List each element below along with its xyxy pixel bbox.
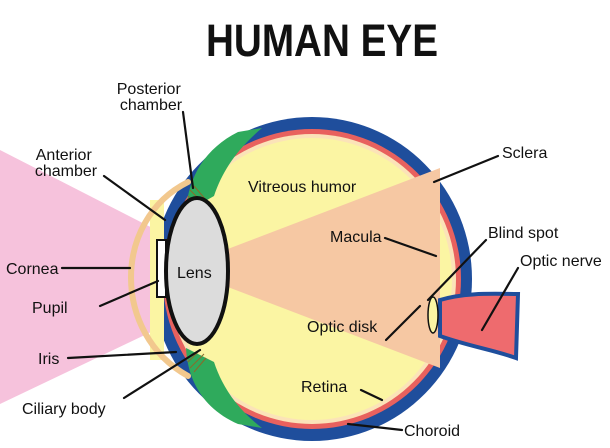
label-sclera: Sclera: [502, 145, 547, 162]
leader-macula: [383, 236, 438, 258]
optic-disk-shape: [427, 296, 439, 334]
label-vitreous-humor: Vitreous humor: [248, 179, 357, 196]
cornea-arc: [128, 179, 191, 379]
label-posterior-chamber: Posterior chamber: [117, 81, 185, 114]
lens-shape: [164, 196, 230, 346]
leader-ciliary-body: [122, 348, 202, 400]
label-optic-nerve: Optic nerve: [520, 253, 602, 270]
leader-optic-disk: [384, 304, 422, 342]
label-retina: Retina: [301, 379, 347, 396]
label-anterior-chamber: Anterior chamber: [35, 147, 98, 180]
focused-light-beam: [178, 168, 440, 368]
ciliary-body-upper: [186, 128, 262, 212]
leader-pupil: [98, 279, 160, 308]
label-ciliary-body: Ciliary body: [22, 401, 106, 418]
leader-posterior-chamber: [181, 110, 195, 190]
leader-choroid: [346, 422, 404, 432]
label-choroid: Choroid: [404, 423, 460, 440]
leader-retina: [359, 388, 384, 402]
leader-sclera: [432, 154, 500, 184]
optic-nerve-shape: [438, 291, 521, 361]
leader-lines: [60, 110, 520, 432]
ciliary-body-lower: [186, 348, 262, 428]
label-blind-spot: Blind spot: [488, 225, 559, 242]
label-lens: Lens: [177, 265, 212, 282]
label-macula: Macula: [330, 229, 382, 246]
label-optic-disk: Optic disk: [307, 319, 378, 336]
label-pupil: Pupil: [32, 300, 68, 317]
diagram-title: HUMAN EYE: [206, 15, 438, 66]
leader-iris: [66, 350, 178, 360]
leader-blind-spot: [426, 238, 488, 302]
leader-optic-nerve: [480, 266, 520, 332]
incoming-light-beam: [0, 150, 172, 404]
leader-anterior-chamber: [102, 174, 167, 222]
label-cornea: Cornea: [6, 261, 59, 278]
label-iris: Iris: [38, 351, 59, 368]
